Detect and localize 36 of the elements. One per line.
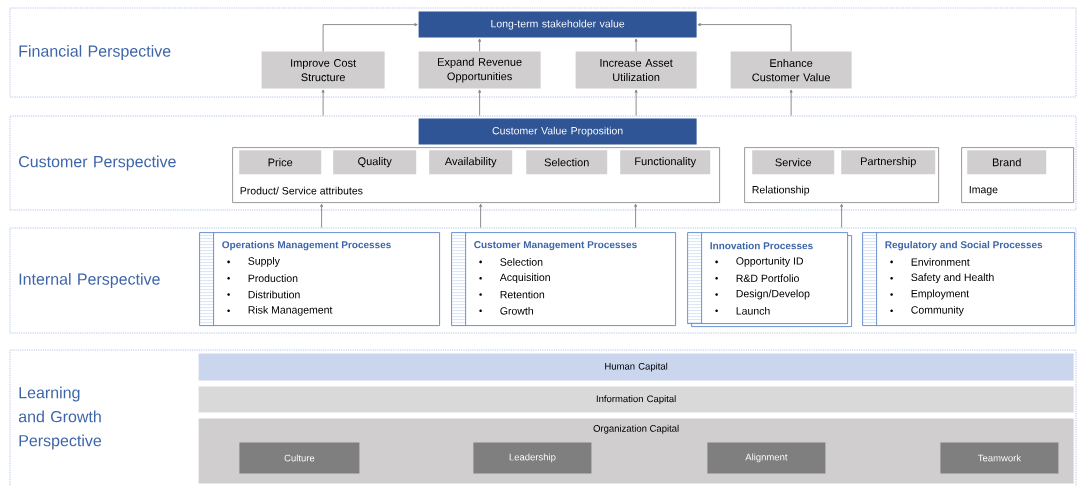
attribute-box: Selection bbox=[526, 150, 608, 175]
value-box: Long-term stakeholder value bbox=[418, 11, 697, 38]
attribute-box: Enhance Customer Value bbox=[730, 51, 852, 89]
capability-box: Alignment bbox=[707, 442, 826, 474]
attribute-box: Brand bbox=[967, 150, 1047, 175]
arrow bbox=[478, 89, 482, 117]
attribute-box: Quality bbox=[333, 150, 417, 175]
arrow bbox=[634, 38, 638, 52]
process-box: Operations Management Processes Supply Production Distribution Risk Management bbox=[199, 232, 440, 326]
capital-bar: Human Capital bbox=[198, 353, 1074, 381]
attribute-box: Expand Revenue Opportunities bbox=[418, 51, 541, 89]
process-box: Customer Management Processes Selection Acquisition Retention Growth bbox=[451, 232, 676, 326]
arrow bbox=[321, 89, 325, 117]
arrow bbox=[634, 203, 638, 229]
arrow bbox=[634, 89, 638, 117]
capability-box: Culture bbox=[239, 442, 360, 474]
capital-bar: Information Capital bbox=[198, 386, 1074, 413]
arrow bbox=[789, 89, 793, 117]
process-box: Innovation Processes Opportunity ID R&D Portfolio Design/Develop Launch bbox=[687, 232, 852, 327]
arrow bbox=[840, 203, 844, 229]
attribute-box: Service bbox=[752, 150, 835, 175]
capability-box: Leadership bbox=[473, 442, 592, 474]
attribute-box: Functionality bbox=[620, 150, 711, 175]
attribute-box: Price bbox=[239, 150, 322, 175]
arrow bbox=[697, 23, 792, 52]
attribute-box: Availability bbox=[429, 150, 513, 175]
arrow bbox=[479, 203, 483, 229]
arrow bbox=[478, 38, 482, 52]
arrow bbox=[320, 203, 324, 229]
capability-box: Teamwork bbox=[940, 442, 1059, 474]
arrow bbox=[322, 23, 418, 52]
value-box: Customer Value Proposition bbox=[418, 118, 697, 145]
attribute-box: Improve Cost Structure bbox=[261, 51, 385, 89]
attribute-box: Increase Asset Utilization bbox=[575, 51, 697, 89]
attribute-box: Partnership bbox=[841, 150, 936, 175]
process-box: Regulatory and Social Processes Environment Safety and Health Employment Community bbox=[862, 232, 1075, 326]
